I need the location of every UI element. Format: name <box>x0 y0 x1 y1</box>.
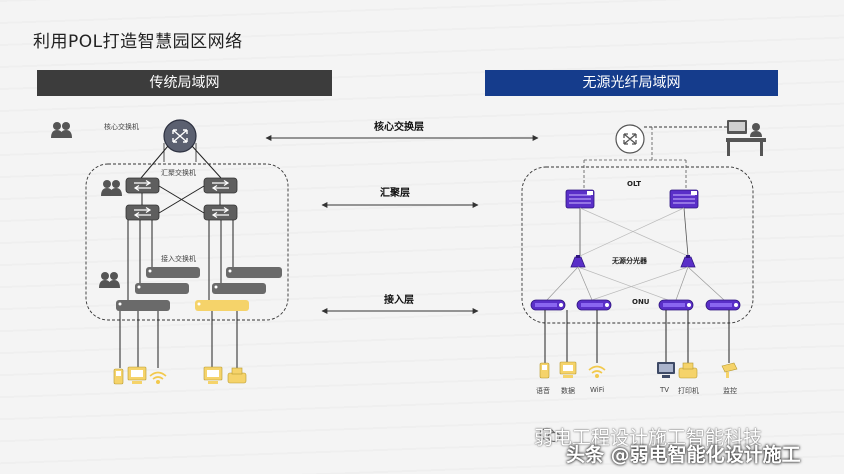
core-switch-label: 核心交换机 <box>104 123 139 131</box>
agg-switch-icon <box>203 177 238 194</box>
page-title: 利用POL打造智慧园区网络 <box>33 32 243 52</box>
watermark-handle: 头条 @弱电智能化设计施工 <box>566 444 801 466</box>
agg-layer-label: 汇聚层 <box>380 188 410 199</box>
terminal-wifi-label: WiFi <box>590 386 605 394</box>
agg-switch-icon <box>125 204 160 221</box>
computer-icon <box>127 366 147 384</box>
onu-icon <box>705 299 741 311</box>
onu-label: ONU <box>632 298 650 306</box>
olt-label: OLT <box>627 180 642 188</box>
users-icon <box>101 180 122 196</box>
splitter-icon <box>570 254 586 268</box>
core-layer-label: 核心交换层 <box>374 122 424 133</box>
traditional-lan-header: 传统局域网 <box>37 70 332 96</box>
workstation-icon <box>726 120 766 156</box>
users-icon <box>99 272 120 288</box>
access-switch-icon <box>226 267 282 278</box>
traditional-lan-boundary <box>85 163 289 321</box>
access-switch-icon <box>135 283 189 294</box>
camera-icon <box>721 362 738 378</box>
terminal-camera-label: 监控 <box>723 387 737 395</box>
access-switch-icon <box>146 267 200 278</box>
access-switch-label: 接入交换机 <box>161 255 196 263</box>
agg-switch-icon <box>125 177 160 194</box>
agg-switch-icon <box>203 204 238 221</box>
olt-icon <box>565 189 595 209</box>
phone-icon <box>113 368 124 385</box>
users-icon <box>51 122 72 138</box>
access-switch-icon <box>212 283 266 294</box>
passive-optical-lan-header: 无源光纤局域网 <box>485 70 778 96</box>
printer-icon <box>678 362 698 379</box>
wechat-icon <box>539 427 561 443</box>
terminal-tv-label: TV <box>660 386 670 394</box>
terminal-voice-label: 语音 <box>536 387 550 395</box>
phone-icon <box>539 362 550 379</box>
computer-icon <box>203 366 223 384</box>
agg-switch-label: 汇聚交换机 <box>161 169 196 177</box>
access-switch-icon <box>195 300 249 311</box>
printer-icon <box>227 367 247 384</box>
olt-icon <box>669 189 699 209</box>
access-layer-label: 接入层 <box>384 295 414 306</box>
access-switch-icon <box>116 300 170 311</box>
core-router-icon <box>163 119 197 153</box>
terminal-printer-label: 打印机 <box>678 387 699 395</box>
watermark-text: 弱电工程设计施工智能科技 <box>534 427 763 449</box>
splitter-icon <box>680 254 696 268</box>
wifi-icon <box>149 371 167 384</box>
wifi-icon <box>588 365 606 378</box>
onu-icon <box>530 299 566 311</box>
splitter-label: 无源分光器 <box>612 257 647 265</box>
onu-icon <box>576 299 612 311</box>
terminal-data-label: 数据 <box>561 387 575 395</box>
pol-boundary <box>521 166 754 324</box>
computer-icon <box>559 361 577 378</box>
onu-icon <box>658 299 694 311</box>
tv-icon <box>657 362 675 378</box>
core-router-icon <box>615 124 645 154</box>
